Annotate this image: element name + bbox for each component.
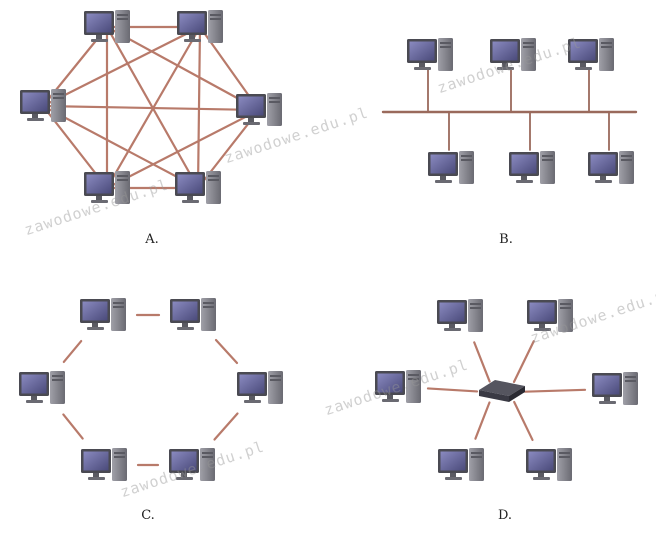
caption-c: C.: [141, 508, 155, 523]
mesh-link: [105, 108, 261, 190]
ring-link: [62, 413, 84, 440]
mesh-link: [41, 104, 261, 112]
caption-b: B.: [499, 232, 513, 247]
computer-icon: [84, 171, 130, 204]
caption-a: A.: [145, 232, 159, 247]
computer-icon: [19, 371, 65, 404]
star-link: [513, 400, 534, 442]
computer-icon: [490, 38, 536, 71]
computer-icon: [407, 38, 453, 71]
computer-icon: [438, 448, 484, 481]
computer-icon: [237, 371, 283, 404]
star-link: [473, 341, 491, 383]
ring-link: [62, 339, 83, 364]
computer-icon: [84, 10, 130, 43]
mesh-link: [105, 25, 261, 112]
computer-icon: [81, 448, 127, 481]
switch-icon: [479, 380, 525, 402]
computer-icon: [80, 298, 126, 331]
computer-icon: [588, 151, 634, 184]
ring-link: [214, 338, 239, 365]
computer-icon: [175, 171, 221, 204]
mesh-link: [196, 25, 202, 190]
star-link: [474, 401, 491, 440]
ring-link: [213, 412, 239, 441]
caption-d: D.: [497, 508, 513, 523]
mesh-link: [41, 25, 202, 108]
computer-icon: [375, 370, 421, 403]
computer-icon: [20, 89, 66, 122]
computer-icon: [592, 372, 638, 405]
star-link: [426, 387, 479, 393]
star-link: [512, 340, 535, 384]
computer-icon: [568, 38, 614, 71]
computer-icon: [437, 299, 483, 332]
computer-icon: [527, 299, 573, 332]
computer-icon: [236, 93, 282, 126]
computer-icon: [428, 151, 474, 184]
computer-icon: [509, 151, 555, 184]
computer-icon: [169, 448, 215, 481]
computer-icon: [170, 298, 216, 331]
mesh-link: [41, 104, 200, 190]
computer-icon: [526, 448, 572, 481]
star-link: [523, 388, 587, 393]
computer-icon: [177, 10, 223, 43]
